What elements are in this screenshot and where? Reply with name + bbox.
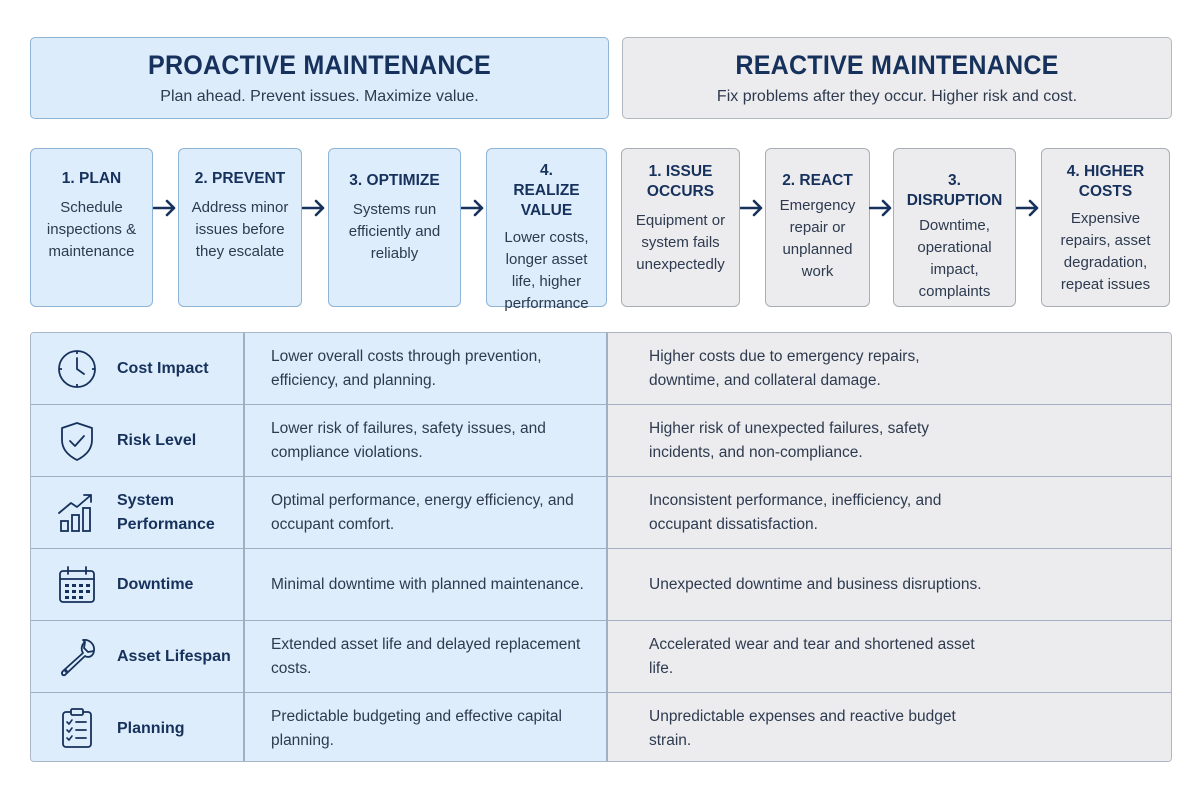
step-title: 3. DISRUPTION xyxy=(906,172,1003,209)
reactive-step-disruption: 3. DISRUPTION Downtime, operational impa… xyxy=(893,148,1016,307)
step-description: Address minor issues before they escalat… xyxy=(191,199,289,260)
row-divider xyxy=(31,619,1171,621)
arrow-right-icon xyxy=(740,199,763,217)
column-divider xyxy=(243,333,245,761)
step-title: 4. HIGHER COSTS xyxy=(1066,163,1145,200)
proactive-cell: Predictable budgeting and effective capi… xyxy=(271,708,562,749)
row-divider xyxy=(31,691,1171,693)
table-row-asset-lifespan: Asset Lifespan Extended asset life and d… xyxy=(31,621,1171,693)
proactive-title: PROACTIVE MAINTENANCE xyxy=(148,50,491,80)
step-description: Schedule inspections & maintenance xyxy=(46,199,137,260)
reactive-header: REACTIVE MAINTENANCE Fix problems after … xyxy=(622,37,1172,119)
arrow-right-icon xyxy=(461,199,484,217)
reactive-cell: Higher costs due to emergency repairs, d… xyxy=(649,348,920,389)
table-row-cost-impact: Cost Impact Lower overall costs through … xyxy=(31,333,1171,405)
row-divider xyxy=(31,475,1171,477)
arrow-right-icon xyxy=(1016,199,1039,217)
proactive-step-optimize: 3. OPTIMIZE Systems run efficiently and … xyxy=(328,148,461,307)
row-divider xyxy=(31,403,1171,405)
row-divider xyxy=(31,547,1171,549)
column-divider xyxy=(606,333,608,761)
step-description: Lower costs, longer asset life, higher p… xyxy=(504,229,589,312)
reactive-cell: Higher risk of unexpected failures, safe… xyxy=(649,420,929,461)
row-label: System Performance xyxy=(117,492,215,533)
proactive-step-prevent: 2. PREVENT Address minor issues before t… xyxy=(178,148,302,307)
step-title: 1. PLAN xyxy=(61,170,122,187)
table-row-downtime: Downtime Minimal downtime with planned m… xyxy=(31,549,1171,621)
proactive-header: PROACTIVE MAINTENANCE Plan ahead. Preven… xyxy=(30,37,609,119)
step-description: Systems run efficiently and reliably xyxy=(348,201,441,262)
row-label: Cost Impact xyxy=(117,360,209,377)
proactive-cell: Optimal performance, energy efficiency, … xyxy=(271,492,574,533)
step-description: Equipment or system fails unexpectedly xyxy=(635,212,726,273)
proactive-cell: Lower overall costs through prevention, … xyxy=(271,348,542,389)
reactive-title: REACTIVE MAINTENANCE xyxy=(735,50,1059,80)
step-description: Downtime, operational impact, complaints xyxy=(917,217,992,300)
table-row-planning: Planning Predictable budgeting and effec… xyxy=(31,693,1171,761)
reactive-step-issue-occurs: 1. ISSUE OCCURS Equipment or system fail… xyxy=(621,148,740,307)
proactive-subtitle: Plan ahead. Prevent issues. Maximize val… xyxy=(160,88,479,105)
arrow-right-icon xyxy=(302,199,325,217)
step-title: 2. PREVENT xyxy=(194,170,286,187)
reactive-step-react: 2. REACT Emergency repair or unplanned w… xyxy=(765,148,870,307)
clock-icon xyxy=(58,350,96,388)
step-title: 1. ISSUE OCCURS xyxy=(646,163,715,200)
arrow-right-icon xyxy=(869,199,892,217)
reactive-cell: Inconsistent performance, inefficiency, … xyxy=(649,492,942,533)
calendar-icon xyxy=(59,566,95,603)
proactive-step-realize-value: 4. REALIZE VALUE Lower costs, longer ass… xyxy=(486,148,607,312)
reactive-cell: Accelerated wear and tear and shortened … xyxy=(649,636,975,677)
arrow-right-icon xyxy=(153,199,176,217)
step-description: Expensive repairs, asset degradation, re… xyxy=(1060,210,1151,293)
bar-chart-up-icon xyxy=(58,494,92,532)
row-label: Risk Level xyxy=(117,432,197,449)
reactive-subtitle: Fix problems after they occur. Higher ri… xyxy=(716,88,1078,105)
table-row-risk-level: Risk Level Lower risk of failures, safet… xyxy=(31,405,1171,477)
proactive-cell: Extended asset life and delayed replacem… xyxy=(271,636,581,677)
row-label: Planning xyxy=(117,720,185,737)
proactive-step-plan: 1. PLAN Schedule inspections & maintenan… xyxy=(30,148,153,307)
row-label: Downtime xyxy=(117,576,194,593)
reactive-cell: Unexpected downtime and business disrupt… xyxy=(649,576,982,593)
comparison-table: Cost Impact Lower overall costs through … xyxy=(30,332,1172,762)
table-row-system-performance: System Performance Optimal performance, … xyxy=(31,477,1171,549)
wrench-icon xyxy=(61,638,95,677)
reactive-step-higher-costs: 4. HIGHER COSTS Expensive repairs, asset… xyxy=(1041,148,1170,307)
shield-check-icon xyxy=(61,422,93,461)
proactive-cell: Minimal downtime with planned maintenanc… xyxy=(271,576,584,593)
checklist-icon xyxy=(62,708,92,748)
reactive-cell: Unpredictable expenses and reactive budg… xyxy=(649,708,956,749)
step-title: 2. REACT xyxy=(782,172,853,189)
proactive-cell: Lower risk of failures, safety issues, a… xyxy=(271,420,546,461)
step-title: 4. REALIZE VALUE xyxy=(513,162,580,219)
step-description: Emergency repair or unplanned work xyxy=(779,197,856,280)
step-title: 3. OPTIMIZE xyxy=(349,172,440,189)
row-label: Asset Lifespan xyxy=(117,648,231,665)
